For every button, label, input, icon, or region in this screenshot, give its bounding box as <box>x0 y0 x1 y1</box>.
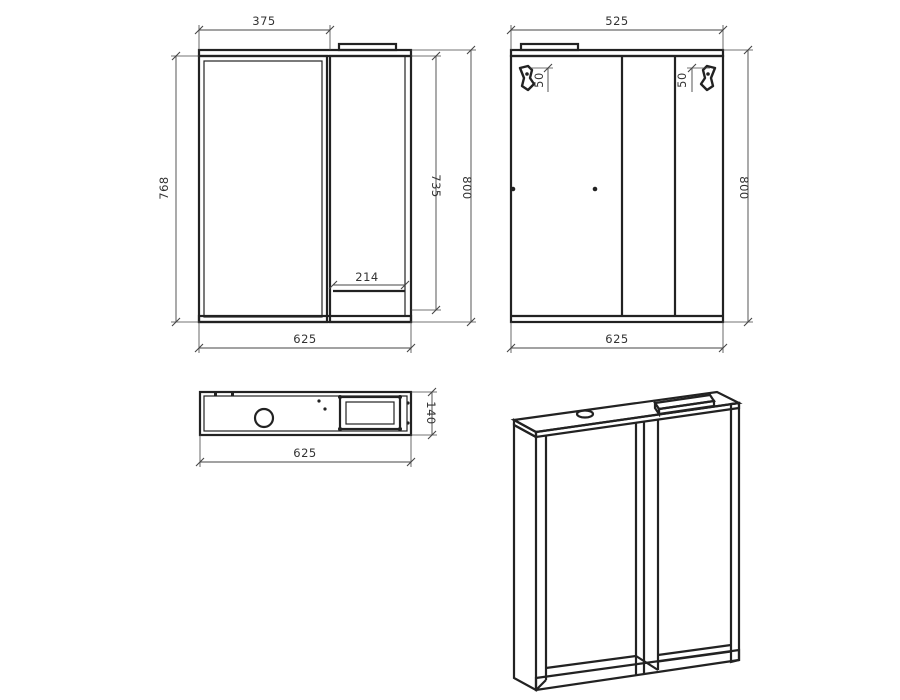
top-mark <box>406 421 410 425</box>
hinge-icon-right <box>699 64 717 92</box>
dim-tick <box>743 45 753 55</box>
top-body <box>198 390 413 437</box>
iso-top-front-edge <box>534 401 741 439</box>
back-light-fixture <box>519 42 580 52</box>
back-body <box>509 54 725 324</box>
dim-label-214: 214 <box>355 270 378 284</box>
dim-tick <box>718 25 728 35</box>
dim-label-768: 768 <box>157 176 171 199</box>
iso-light-side <box>653 399 661 418</box>
top-light-outer <box>338 395 402 431</box>
iso-bottom-inner-left <box>545 654 637 670</box>
iso-door-bottom-link <box>535 679 547 691</box>
front-bottom-plinth <box>197 314 413 324</box>
dim-label-625-front: 625 <box>293 332 316 346</box>
dim-label-625-back: 625 <box>605 332 628 346</box>
dim-tick <box>406 457 416 467</box>
dim-label-735: 735 <box>429 174 443 197</box>
dim-tick <box>506 343 516 353</box>
dim-tick <box>171 317 181 327</box>
front-door-outer <box>197 54 329 324</box>
iso-left-side <box>512 423 538 692</box>
dim-label-800-front: 800 <box>460 176 474 199</box>
dim-tick <box>195 457 205 467</box>
dim-tick <box>466 317 476 327</box>
top-light-corner <box>338 427 342 431</box>
dim-tick <box>543 63 553 73</box>
dim-tick <box>431 51 441 61</box>
isometric-view <box>510 390 743 692</box>
dim-label-800-back: 800 <box>737 176 751 199</box>
top-light-corner <box>398 427 402 431</box>
iso-right-side <box>729 401 741 664</box>
dim-tick <box>400 280 410 290</box>
top-light-inner <box>345 401 395 425</box>
iso-top-hole <box>575 409 595 419</box>
top-mark <box>323 407 327 411</box>
top-mark <box>406 401 410 405</box>
iso-shelf-edge <box>657 651 732 663</box>
dim-tick <box>431 305 441 315</box>
top-mark <box>214 392 217 396</box>
dim-label-375: 375 <box>252 14 275 28</box>
iso-bottom-inner-right <box>657 643 732 657</box>
top-light-corner <box>338 395 342 399</box>
dim-label-50-right: 50 <box>675 72 689 88</box>
iso-bottom-divider-link <box>635 655 659 671</box>
dim-tick <box>427 430 437 440</box>
top-view: 140 625 <box>195 387 438 467</box>
top-light-corner <box>398 395 402 399</box>
dim-tick <box>406 343 416 353</box>
front-view: 375 768 735 800 214 625 <box>157 14 476 353</box>
dim-label-50-left: 50 <box>532 72 546 88</box>
dim-tick <box>325 25 335 35</box>
iso-bottom-front <box>534 648 741 692</box>
dim-tick <box>427 387 437 397</box>
dim-tick <box>194 343 204 353</box>
dim-tick <box>194 25 204 35</box>
dim-tick <box>466 45 476 55</box>
dim-label-625-top: 625 <box>293 446 316 460</box>
top-inner <box>203 395 408 432</box>
dim-tick <box>743 317 753 327</box>
dim-label-140: 140 <box>424 401 438 424</box>
top-hole <box>253 407 275 429</box>
back-mount-dot-left <box>510 186 516 192</box>
dim-tick <box>506 25 516 35</box>
top-mark <box>231 392 234 396</box>
dim-tick <box>718 343 728 353</box>
back-view: 50 50 525 800 625 <box>506 14 753 353</box>
hinge-icon-left <box>518 64 536 92</box>
dim-tick <box>328 280 338 290</box>
dim-tick <box>687 63 697 73</box>
back-mount-dot-center <box>592 186 598 192</box>
dim-tick <box>171 51 181 61</box>
top-mark <box>317 399 321 403</box>
dim-label-525: 525 <box>605 14 628 28</box>
front-door-inner <box>203 60 323 318</box>
front-light-fixture <box>337 42 398 52</box>
